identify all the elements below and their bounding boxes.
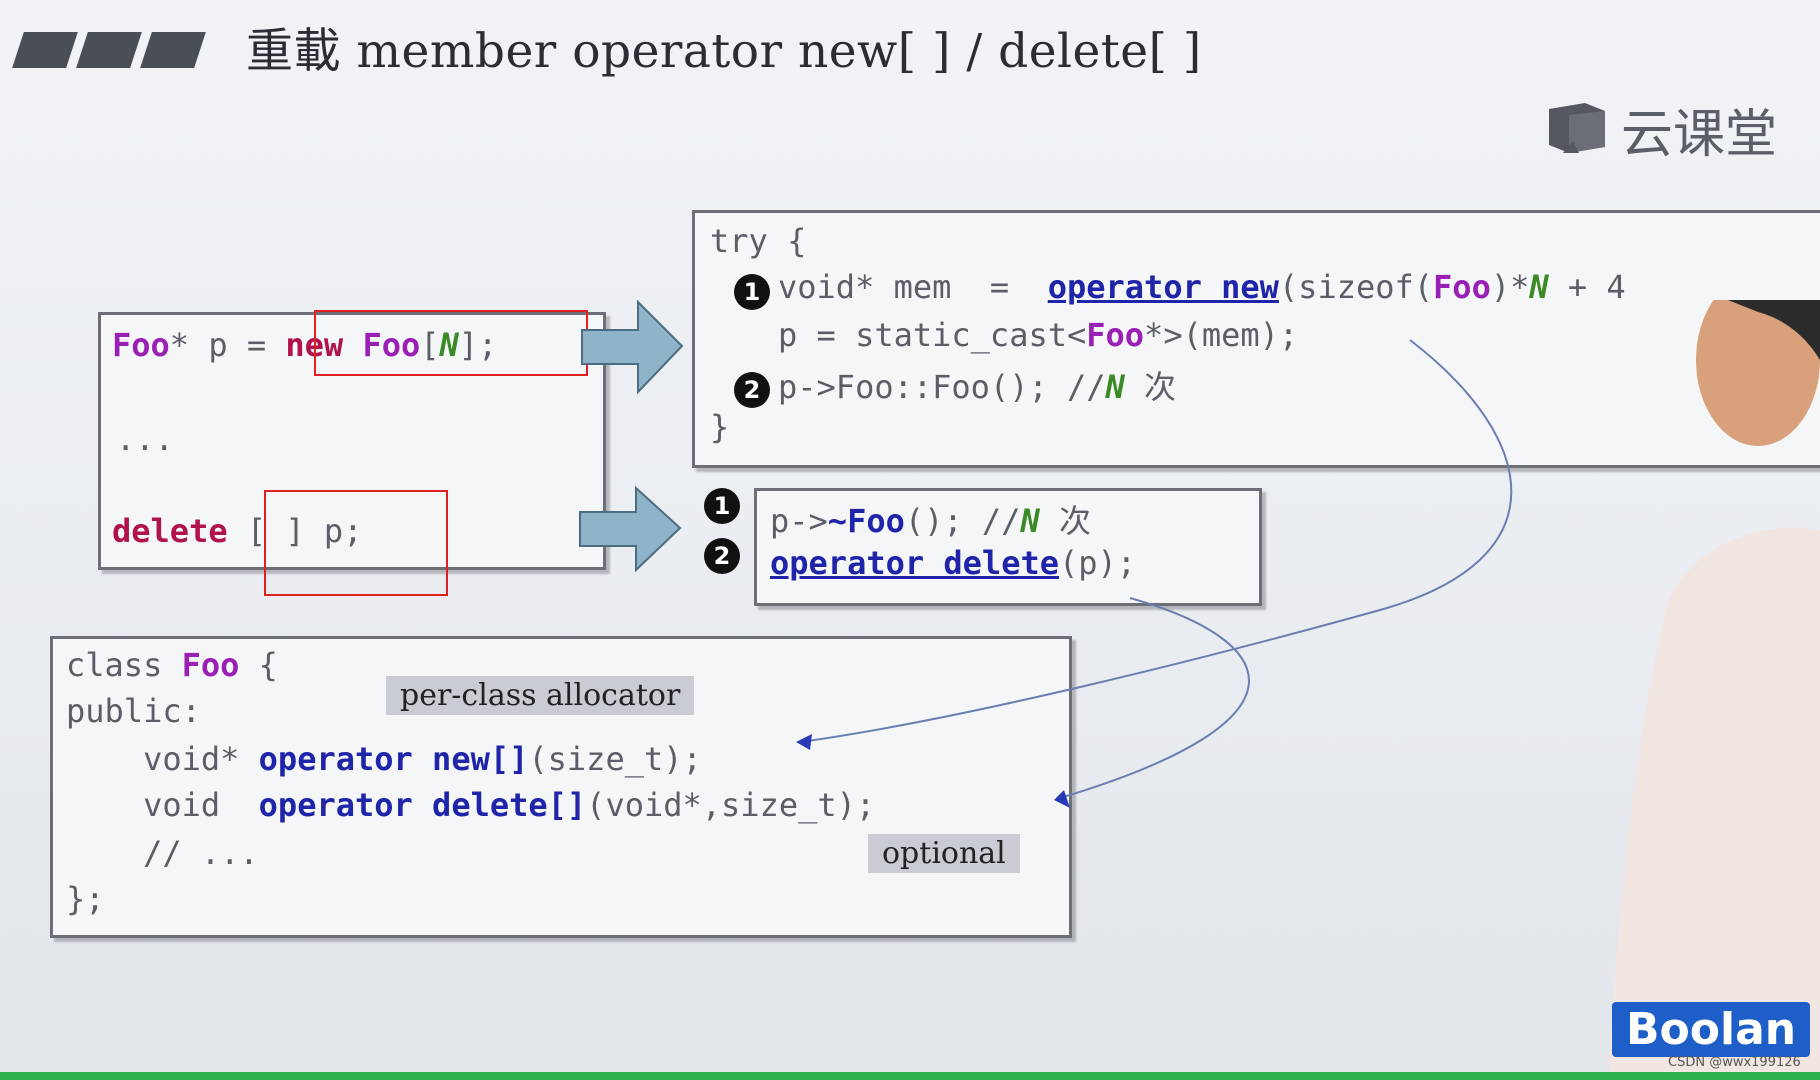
operator-new-array-line: void* operator new[](size_t); xyxy=(66,740,702,778)
step-2-badge: 2 xyxy=(704,538,740,574)
presenter-figure xyxy=(1608,300,1820,1080)
cast-line: p = static_cast<Foo*>(mem); xyxy=(778,316,1299,354)
class-close: }; xyxy=(66,880,105,918)
arrow-right-icon xyxy=(581,300,684,395)
public-line: public: xyxy=(66,692,201,730)
try-open: try { xyxy=(710,222,807,260)
boolan-brand: Boolan xyxy=(1612,1002,1811,1057)
usage-ellipsis: ... xyxy=(116,420,174,458)
optional-tag: optional xyxy=(868,834,1020,873)
bottom-strip xyxy=(0,1072,1820,1080)
book-icon xyxy=(1545,101,1609,159)
operator-delete-array-line: void operator delete[](void*,size_t); xyxy=(66,786,876,824)
usage-box xyxy=(98,312,606,570)
dtor-line: p->~Foo(); //N 次 xyxy=(770,502,1091,540)
try-close: } xyxy=(710,408,730,446)
ctor-line: p->Foo::Foo(); //N 次 xyxy=(778,368,1177,406)
step-1-badge: 1 xyxy=(734,274,770,310)
step-1-badge: 1 xyxy=(704,488,740,524)
new-expansion-box xyxy=(692,210,1820,468)
highlight-brackets xyxy=(264,490,448,596)
logo: 云课堂 xyxy=(1545,92,1777,167)
alloc-line: void* mem = operator new(sizeof(Foo)*N +… xyxy=(778,268,1626,306)
logo-text: 云课堂 xyxy=(1621,105,1778,165)
dealloc-line: operator delete(p); xyxy=(770,544,1137,582)
usage-line-delete: delete [ ] p; xyxy=(112,512,363,550)
class-line: class Foo { xyxy=(66,646,278,684)
per-class-allocator-tag: per-class allocator xyxy=(386,676,695,715)
slide-title: 重載 member operator new[ ] / delete[ ] xyxy=(246,24,1202,79)
arrow-right-icon xyxy=(579,486,682,573)
comment-line: // ... xyxy=(66,834,259,872)
step-2-badge: 2 xyxy=(734,372,770,408)
csdn-watermark: CSDN @wwx199126 xyxy=(1668,1055,1801,1070)
delete-expansion-box xyxy=(754,488,1262,606)
